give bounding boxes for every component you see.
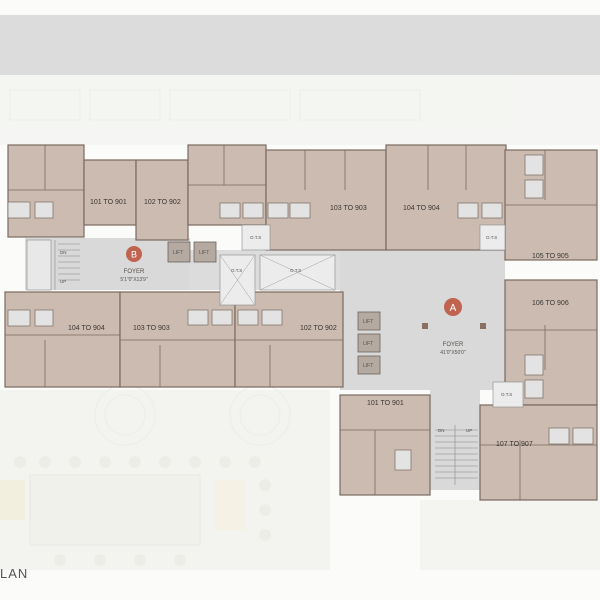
- unit-label-103-903-top: 103 TO 903: [330, 205, 367, 212]
- lift-label-2: LIFT: [199, 250, 209, 256]
- ots-label-2: O.T.S: [231, 268, 242, 273]
- ots-label-4: O.T.S: [486, 235, 497, 240]
- road: [0, 15, 600, 75]
- lift-5: [357, 355, 381, 375]
- unit-label-101-901-bottom: 101 TO 901: [367, 400, 404, 407]
- lift-1: [167, 241, 191, 263]
- lift-label-5: LIFT: [363, 363, 373, 369]
- lift-4: [357, 333, 381, 353]
- foyer-b-badge: [126, 246, 142, 262]
- unit-label-104-904-top: 104 TO 904: [403, 205, 440, 212]
- lift-label-4: LIFT: [363, 341, 373, 347]
- unit-label-104-904-bottom: 104 TO 904: [68, 325, 105, 332]
- foyer-b-badge-letter: B: [131, 250, 137, 260]
- foyer-columns: [422, 323, 486, 329]
- staircase-right: [435, 425, 478, 485]
- foyer-b-size: 5'1"0"X13'9": [120, 277, 147, 283]
- unit-label-103-903-bottom: 103 TO 903: [133, 325, 170, 332]
- stair-up-label-right: UP: [466, 428, 472, 433]
- site-landscape: [0, 75, 600, 570]
- plan-caption: LAN: [0, 566, 29, 581]
- ots-cross-lines: [219, 254, 336, 306]
- ots-label-3: O.T.S: [290, 268, 301, 273]
- foyer-b-title: FOYER: [124, 269, 145, 275]
- unit-label-102-902-bottom: 102 TO 902: [300, 325, 337, 332]
- unit-label-102-902-top: 102 TO 902: [144, 199, 181, 206]
- stair-dn-label-right: DN: [438, 428, 445, 433]
- ots-label-5: O.T.S: [501, 392, 512, 397]
- lift-label-1: LIFT: [173, 250, 183, 256]
- staircase-left: [26, 239, 80, 291]
- foyer-a-badge-letter: A: [450, 303, 457, 314]
- interior-walls: [5, 145, 597, 500]
- units-top-row: [7, 144, 507, 251]
- unit-label-106-906: 106 TO 906: [532, 300, 569, 307]
- lift-2: [193, 241, 217, 263]
- ots-label-1: O.T.S: [250, 235, 261, 240]
- lift-shafts: [167, 241, 381, 375]
- unit-bottom-center: [339, 394, 431, 496]
- foyer-a-badge: [444, 298, 462, 316]
- lift-3: [357, 311, 381, 331]
- stair-up-label-left: UP: [60, 279, 66, 284]
- unit-label-101-901-top: 101 TO 901: [90, 199, 127, 206]
- foyer-a-title: FOYER: [443, 342, 464, 348]
- units-middle-row: [4, 291, 344, 388]
- unit-label-107-907: 107 TO 907: [496, 441, 533, 448]
- foyer-a-size: 41'0"X50'0": [440, 350, 466, 356]
- unit-label-105-905: 105 TO 905: [532, 253, 569, 260]
- lift-label-3: LIFT: [363, 319, 373, 325]
- toilet-blocks: [7, 154, 594, 471]
- stair-dn-label-left: DN: [60, 250, 67, 255]
